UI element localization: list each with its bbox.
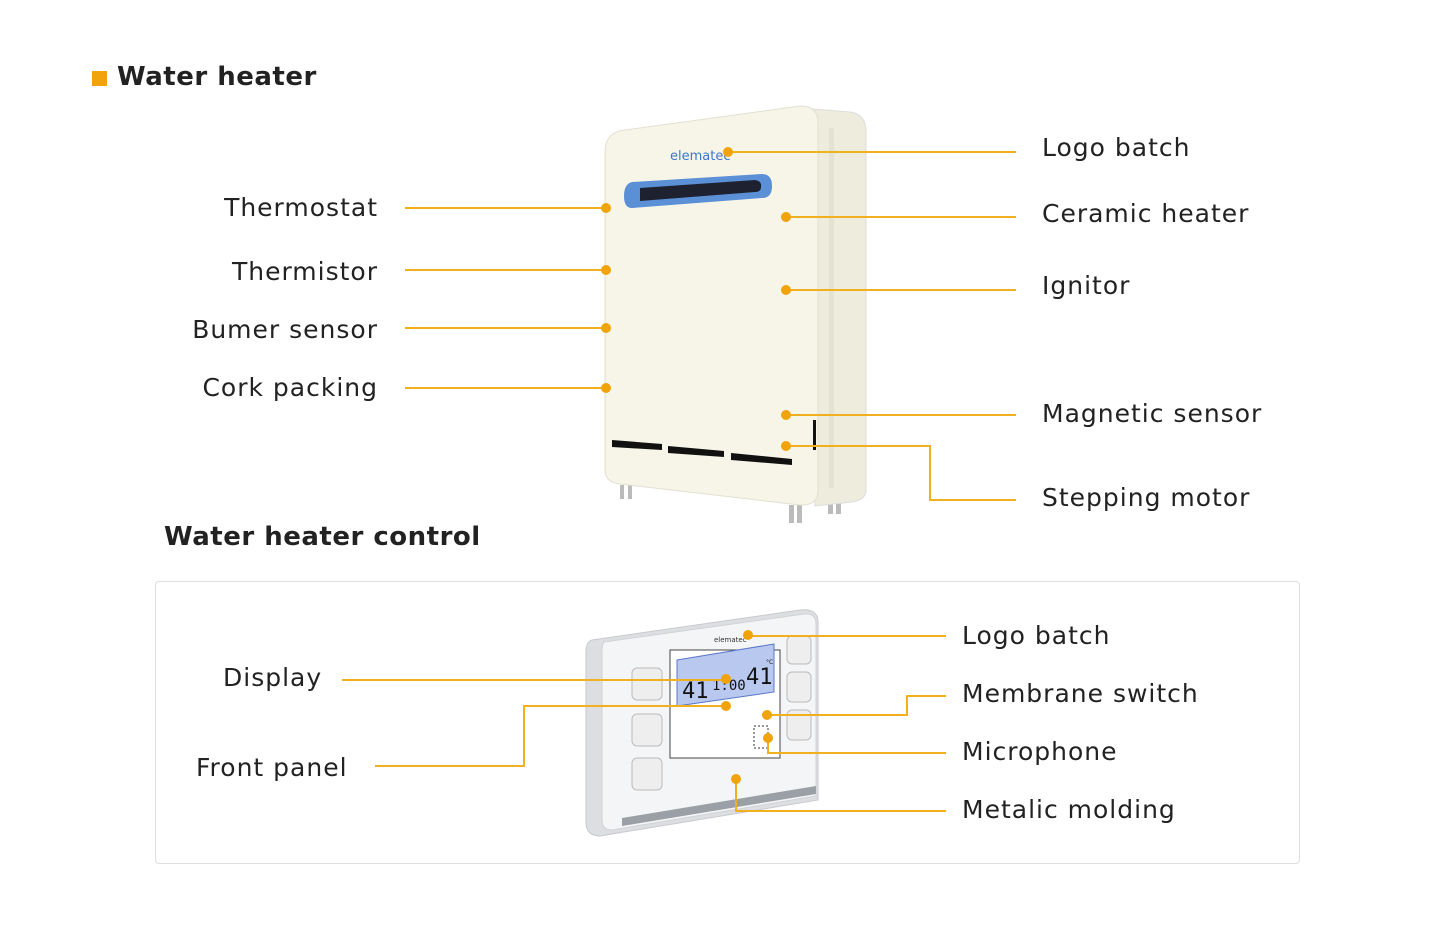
label-thermistor: Thermistor xyxy=(231,257,378,286)
label-front-panel: Front panel xyxy=(196,753,348,782)
label-cork-packing: Cork packing xyxy=(202,373,378,402)
label-ignitor: Ignitor xyxy=(1042,271,1131,300)
section-marker-icon xyxy=(92,71,107,86)
label-membrane-switch: Membrane switch xyxy=(962,679,1199,708)
label-thermostat: Thermostat xyxy=(224,193,378,222)
label-burner-sensor: Bumer sensor xyxy=(192,315,378,344)
label-microphone: Microphone xyxy=(962,737,1118,766)
label-display: Display xyxy=(223,663,323,692)
label-control-logo-batch: Logo batch xyxy=(962,621,1111,650)
display-unit: °C xyxy=(766,659,773,666)
controller-logo: elematec xyxy=(714,636,747,644)
heater-title: Water heater xyxy=(117,62,317,92)
display-digits-right: 41 xyxy=(746,665,773,690)
label-stepping-motor: Stepping motor xyxy=(1042,483,1251,512)
label-magnetic-sensor: Magnetic sensor xyxy=(1042,399,1263,428)
label-ceramic-heater: Ceramic heater xyxy=(1042,199,1250,228)
heater-logo: elematec xyxy=(670,149,730,164)
control-panel-frame xyxy=(155,581,1300,864)
callout-dots xyxy=(601,147,791,784)
controller-image: 41 1:00 41 °C xyxy=(585,609,819,837)
label-logo-batch: Logo batch xyxy=(1042,133,1191,162)
leader-lines xyxy=(342,151,1016,812)
label-metalic-molding: Metalic molding xyxy=(962,795,1176,824)
display-digits-mid: 1:00 xyxy=(712,678,746,694)
control-title: Water heater control xyxy=(164,522,481,552)
water-heater-image xyxy=(604,105,867,523)
display-digits-left: 41 xyxy=(682,679,709,704)
